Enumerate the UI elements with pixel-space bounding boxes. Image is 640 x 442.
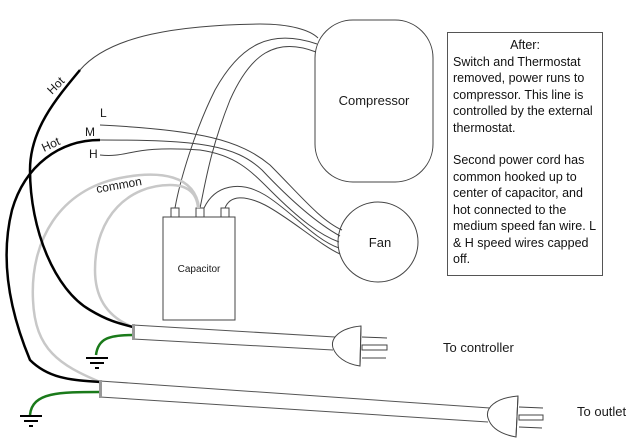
- ground-symbol-controller: [86, 357, 108, 369]
- label-hot-top: Hot: [44, 74, 68, 98]
- label-hot-mid: Hot: [39, 134, 62, 155]
- wire-high: [99, 148, 340, 243]
- wire-low: [99, 124, 343, 231]
- cord-outlet: [99, 380, 544, 438]
- explanation-note: After: Switch and Thermostat removed, po…: [447, 32, 603, 276]
- label-high: H: [89, 147, 98, 161]
- capacitor-terminal-left: [170, 207, 180, 218]
- wire-capacitor-to-fan-2: [224, 197, 341, 255]
- capacitor-terminal-right: [220, 207, 230, 218]
- wire-hot-controller: [28, 69, 134, 329]
- ground-symbol-outlet: [20, 415, 42, 427]
- note-title: After:: [510, 38, 540, 52]
- wire-medium: [99, 139, 341, 237]
- wire-hot-outlet: [5, 138, 101, 384]
- wire-hot-to-compressor: [79, 23, 319, 71]
- label-low: L: [100, 106, 107, 120]
- capacitor-label: Capacitor: [178, 264, 221, 275]
- capacitor-terminal-center: [195, 207, 205, 218]
- to-outlet-label: To outlet: [577, 404, 627, 419]
- cord-controller: [132, 324, 388, 367]
- compressor: [314, 19, 434, 183]
- wire-capacitor-to-fan-1: [203, 186, 340, 249]
- wire-compressor-to-capacitor-center: [199, 45, 317, 209]
- capacitor: Capacitor: [162, 207, 236, 321]
- fan-label: Fan: [369, 235, 391, 250]
- wire-compressor-to-capacitor-left: [174, 37, 318, 209]
- plug-outlet: [486, 395, 519, 438]
- to-controller-label: To controller: [443, 340, 514, 355]
- wire-ground-outlet: [28, 390, 101, 416]
- wire-common-controller: [93, 183, 200, 329]
- wire-common-outlet: [31, 173, 201, 384]
- compressor-label: Compressor: [339, 93, 410, 108]
- note-paragraph-2: Second power cord has common hooked up t…: [453, 153, 596, 266]
- plug-controller: [331, 325, 362, 367]
- label-medium: M: [85, 125, 95, 139]
- note-paragraph-1: Switch and Thermostat removed, power run…: [453, 54, 593, 135]
- wire-ground-controller: [94, 333, 134, 356]
